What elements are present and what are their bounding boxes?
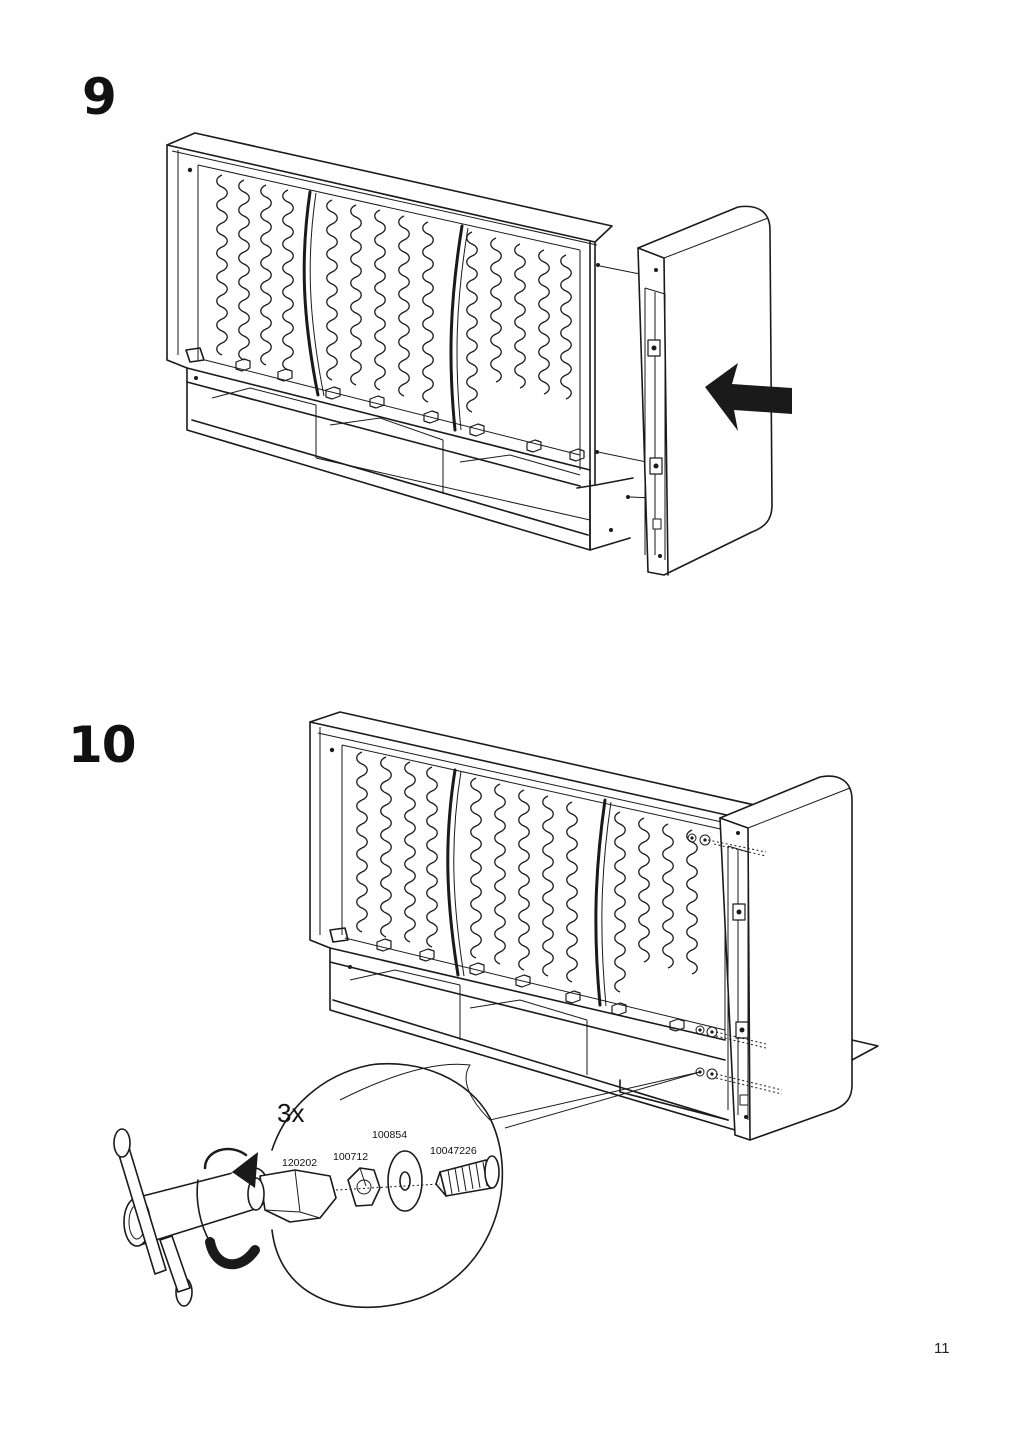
push-arrow-icon: [705, 363, 792, 431]
step9-sofa-frame: [166, 132, 634, 551]
part-label-100854: 100854: [372, 1129, 407, 1141]
hardware-detail-callout: [271, 1062, 701, 1309]
part-label-10047226: 10047226: [430, 1145, 477, 1157]
threaded-bolt-10047226: [435, 1155, 500, 1197]
step10-armrest: [619, 775, 879, 1141]
step10-sofa-frame: [309, 711, 769, 1131]
hex-nut-100712: [347, 1167, 381, 1207]
page-number: 11: [934, 1340, 950, 1357]
hex-key-tool: [113, 1128, 337, 1307]
part-label-100712: 100712: [333, 1151, 368, 1163]
washer-100854: [387, 1150, 423, 1212]
step9-armrest: [637, 205, 773, 576]
quantity-label: 3x: [277, 1098, 304, 1128]
part-label-120202: 120202: [282, 1157, 317, 1169]
step-number-10: 10: [68, 716, 137, 774]
step-number-9: 9: [82, 68, 117, 126]
